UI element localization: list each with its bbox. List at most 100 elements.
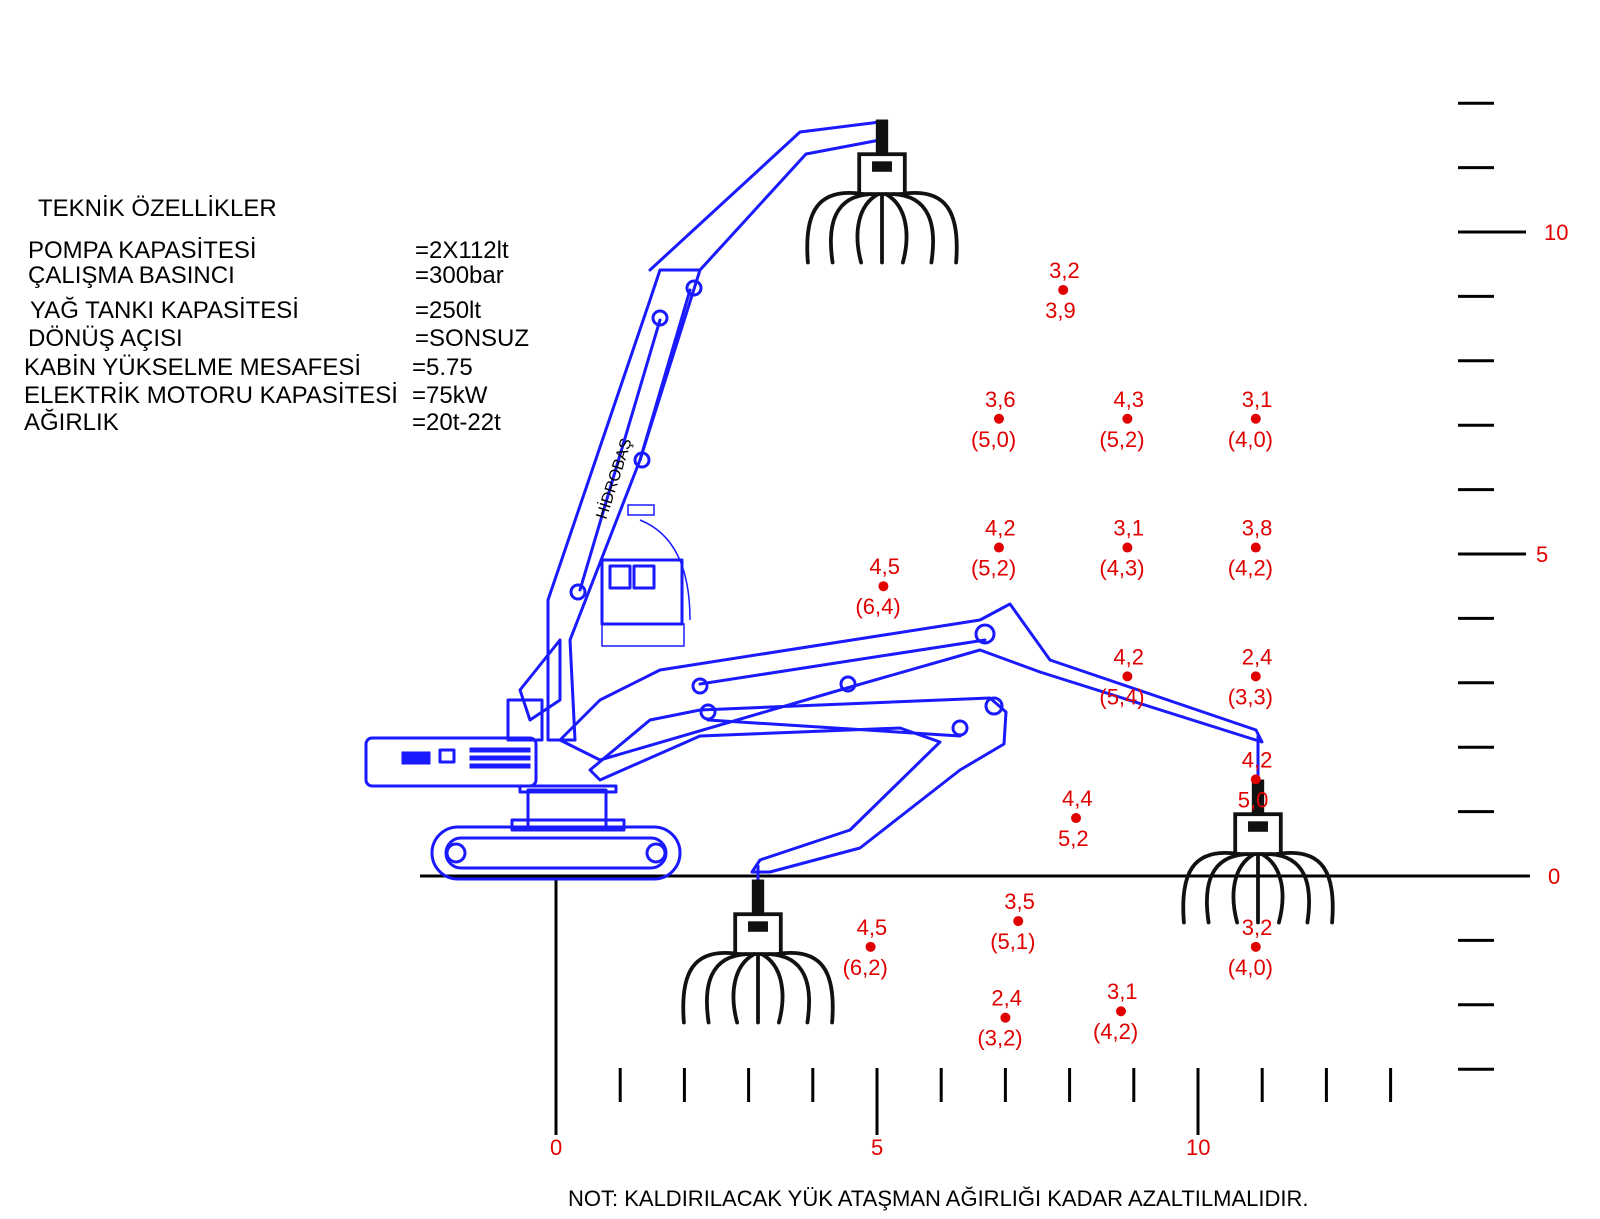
cab-platform [601, 623, 685, 647]
capacity-label-bottom: (5,0) [971, 427, 1016, 452]
y-tick-label: 0 [1548, 864, 1560, 889]
grapple-icon [1181, 779, 1335, 925]
capacity-label-top: 4,3 [1113, 387, 1144, 412]
stick-cylinder-raised [638, 288, 692, 462]
grille-line-3 [469, 763, 531, 769]
grapple-tine [1267, 852, 1311, 925]
capacity-label-top: 3,2 [1242, 915, 1273, 940]
capacity-point [1122, 542, 1133, 553]
boom-h-pin-2 [974, 623, 996, 645]
capacity-label-bottom: (4,2) [1228, 556, 1273, 581]
grille-line-1 [469, 747, 531, 753]
capacity-label-bottom: 3,9 [1045, 298, 1076, 323]
grapple-tine [1275, 851, 1335, 925]
capacity-label-top: 3,2 [1049, 258, 1080, 283]
capacity-point [1071, 813, 1082, 824]
capacity-label-bottom: (5,2) [971, 556, 1016, 581]
grapple-tine [775, 951, 835, 1025]
capacity-label-top: 3,1 [1107, 979, 1138, 1004]
spec-block: TEKNİK ÖZELLİKLER POMPA KAPASİTESİ=2X112… [24, 195, 529, 436]
stick-raised [648, 120, 882, 272]
boom-raised-main [546, 268, 702, 742]
boom-l-pin-2 [984, 696, 1004, 716]
grapple-tine [891, 192, 935, 265]
capacity-point [1250, 542, 1261, 553]
boom-l-pin-3 [951, 719, 969, 737]
spec-value: =5.75 [412, 354, 473, 381]
grapple-tine [1231, 852, 1257, 925]
spec-title: TEKNİK ÖZELLİKLER [38, 195, 277, 222]
cab-arc [639, 519, 691, 621]
grapple-tine [1259, 852, 1285, 925]
boom-pin-2 [685, 279, 703, 297]
grapple-tine [805, 191, 865, 265]
capacity-point [1000, 1012, 1011, 1023]
capacity-label-top: 3,6 [985, 387, 1016, 412]
boom-horizontal [558, 602, 1264, 782]
grapple-body [733, 912, 783, 957]
capacity-point [1250, 941, 1261, 952]
cab-roof-rail [627, 504, 655, 516]
capacity-label-bottom: (4,0) [1228, 427, 1273, 452]
capacity-point [1115, 1006, 1126, 1017]
track-sprocket [645, 842, 667, 864]
capacity-point [993, 413, 1004, 424]
boom-foot [518, 638, 562, 722]
cab-window-1 [608, 564, 632, 590]
capacity-label-bottom: (5,4) [1099, 684, 1144, 709]
undercarriage-post [526, 788, 608, 830]
engine-door [438, 748, 456, 764]
grapple-icon [681, 879, 835, 1025]
spec-label: YAĞ TANKI KAPASİTESİ [30, 297, 299, 324]
capacity-point [1058, 284, 1069, 295]
capacity-label-top: 2,4 [991, 986, 1022, 1011]
capacity-label-top: 4,2 [1113, 644, 1144, 669]
spec-value: =2X112lt [415, 237, 509, 264]
engine-vent [401, 751, 431, 765]
grapple-rotator [875, 119, 889, 155]
capacity-label-top: 3,1 [1113, 516, 1144, 541]
grille-line-2 [469, 755, 531, 761]
capacity-label-top: 4,2 [985, 516, 1016, 541]
spec-label: AĞIRLIK [24, 409, 119, 436]
capacity-point [865, 941, 876, 952]
spec-label: DÖNÜŞ AÇISI [28, 325, 183, 352]
track-outer [430, 825, 682, 881]
capacity-point [993, 542, 1004, 553]
capacity-label-bottom: (6,2) [843, 955, 888, 980]
boom-cylinder-raised [578, 318, 662, 592]
capacity-label-top: 4,5 [869, 554, 900, 579]
capacity-label-top: 3,8 [1242, 516, 1273, 541]
grapple-tine [1181, 851, 1241, 925]
capacity-label-top: 3,1 [1242, 387, 1273, 412]
capacity-label-bottom: 5,2 [1058, 826, 1089, 851]
grapple-tine [899, 191, 959, 265]
boom-h-pin-3 [839, 675, 857, 693]
capacity-point [1122, 413, 1133, 424]
boom-raised: HİDROBAŞ [518, 120, 882, 742]
spec-value: =250lt [415, 297, 481, 324]
note-text: NOT: KALDIRILACAK YÜK ATAŞMAN AĞIRLIĞI K… [568, 1186, 1308, 1211]
grapple-tine [767, 952, 811, 1025]
grapple-tine [731, 952, 757, 1025]
boom-pin-3 [569, 583, 587, 601]
capacity-label-top: 4,5 [857, 915, 888, 940]
spec-value: =300bar [415, 262, 504, 289]
grapple-tine [681, 951, 741, 1025]
capacity-label-top: 2,4 [1242, 644, 1273, 669]
capacity-label-bottom: (4,3) [1099, 556, 1144, 581]
boom-pin-4 [633, 451, 651, 469]
undercarriage-plate [510, 818, 626, 832]
track-inner [444, 836, 668, 870]
boom-cylinder-horizontal [698, 638, 987, 686]
boom-l-pin-1 [699, 703, 717, 721]
capacity-label-bottom: (3,3) [1228, 684, 1273, 709]
capacity-point [878, 581, 889, 592]
boom-cylinder-lowered [706, 718, 962, 738]
boom-h-pin-1 [691, 677, 709, 695]
turntable [518, 784, 618, 794]
boom-horizontal-main [558, 602, 1264, 762]
grapple-tine [855, 192, 881, 265]
x-tick-label: 0 [550, 1135, 562, 1160]
